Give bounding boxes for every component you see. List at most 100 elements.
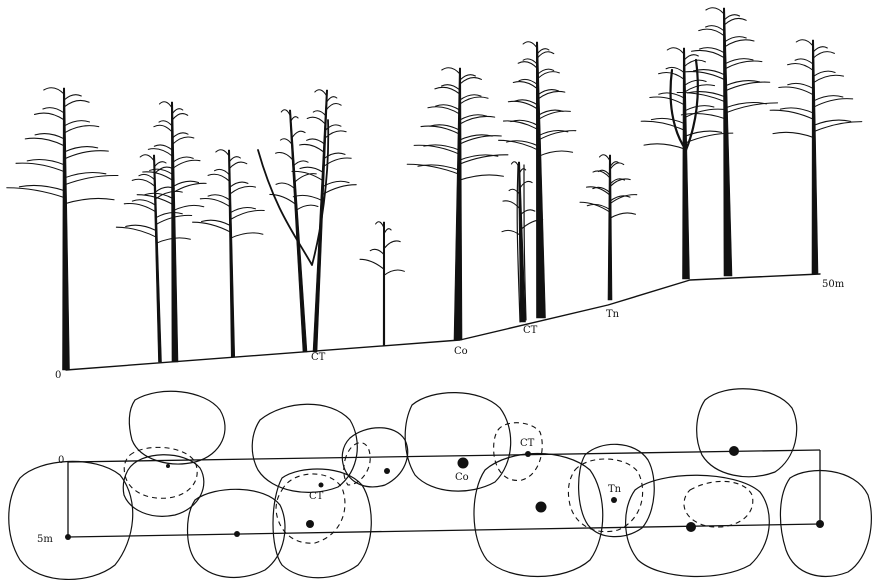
tree-branch — [459, 74, 476, 81]
tree-branch — [417, 164, 460, 171]
stem-position — [729, 446, 739, 456]
tree-branch — [306, 138, 326, 145]
tree-branch — [153, 161, 167, 168]
tree-branch — [299, 143, 325, 153]
plot-boundary-bottom — [67, 523, 821, 538]
tree-branch — [724, 39, 755, 48]
tree-branch — [291, 170, 324, 182]
distance-start-label: 0 — [55, 370, 61, 381]
tree-branch — [63, 125, 100, 134]
tree-branch — [787, 82, 814, 90]
tree-branch — [306, 116, 326, 125]
tree-branch — [680, 113, 727, 120]
stem-position — [525, 451, 531, 457]
tree-branch — [458, 154, 509, 165]
tree-branch — [518, 78, 539, 86]
tree-branch — [324, 130, 347, 139]
tree-branch — [666, 47, 685, 55]
stem-position — [457, 457, 469, 469]
tree-branch — [147, 148, 174, 157]
tree-branch — [683, 79, 707, 86]
tree-branch — [665, 66, 685, 74]
tree-branch — [522, 41, 538, 49]
tree-branch — [585, 186, 611, 196]
tree-branch — [812, 74, 845, 84]
tree-trunk — [811, 39, 819, 275]
crown-outline-dashed — [567, 458, 644, 533]
tree-branch — [683, 71, 726, 81]
tree-branch — [441, 84, 461, 91]
tree-branch — [326, 96, 338, 103]
stem-position — [306, 520, 314, 528]
tree-branch — [215, 149, 230, 157]
tree-branch — [158, 120, 173, 127]
tree-fork — [669, 58, 699, 152]
tree-branch — [459, 94, 482, 101]
tree-branch — [609, 212, 637, 219]
tree-branch — [459, 115, 496, 125]
tree-branch — [312, 110, 327, 117]
tree-branch — [63, 120, 91, 127]
tree-branch — [705, 7, 725, 15]
tree-branch — [289, 116, 299, 123]
tree-branch — [429, 124, 461, 131]
tree-branch — [275, 182, 296, 189]
tree-branch — [772, 131, 815, 139]
tree-branch — [142, 171, 174, 182]
tree-branch — [279, 138, 293, 145]
tree-branch — [229, 209, 265, 221]
tree-branch — [33, 112, 65, 121]
tree-branch — [275, 152, 294, 161]
tree-branch — [508, 188, 521, 196]
tree-branch — [292, 194, 323, 202]
tree-branch — [643, 143, 686, 150]
tree-branch — [435, 104, 461, 111]
tree-branch — [172, 159, 201, 169]
tree-branch — [26, 159, 66, 166]
tree-branch — [522, 58, 538, 65]
tree-branch — [683, 59, 706, 68]
crown-outline-dashed — [123, 446, 198, 499]
tree-branch — [153, 124, 173, 133]
tree-branch — [778, 86, 814, 96]
tree-trunk — [682, 47, 690, 280]
tree-branch — [724, 60, 763, 70]
tree-branch — [42, 107, 65, 114]
tree-branch — [131, 199, 156, 206]
tree-branch — [199, 197, 231, 208]
tree-branch — [458, 174, 504, 181]
tree-branch — [441, 67, 461, 75]
tree-branch — [459, 114, 488, 121]
tree-branch — [158, 101, 173, 109]
tree-branch — [144, 192, 174, 200]
tree-branch — [579, 201, 611, 213]
tree-branch — [321, 184, 357, 196]
species-label-co: Co — [454, 346, 468, 357]
stem-position — [816, 520, 824, 528]
tree-branch — [609, 195, 631, 202]
tree-branch — [517, 61, 538, 69]
tree-branch — [586, 203, 611, 211]
tree-branch — [406, 163, 460, 175]
crown-map: 0 5m CT Co CT Tn — [8, 388, 872, 581]
species-label-ct-right: CT — [520, 438, 535, 449]
tree-branch — [139, 154, 155, 162]
species-label-tn: Tn — [606, 309, 620, 320]
tree-branch — [149, 168, 174, 175]
tree-branch — [812, 95, 844, 102]
crown-outline — [473, 452, 604, 577]
tree-branch — [63, 150, 109, 160]
tree-branch — [172, 204, 205, 212]
tree-branch — [458, 135, 502, 145]
tree-trunk — [288, 109, 308, 353]
crown-outline — [625, 474, 770, 578]
tree-branch — [537, 89, 559, 96]
tree-trunk — [171, 101, 179, 363]
tree-branch — [502, 200, 521, 210]
species-label-co-map: Co — [455, 472, 469, 483]
tree-trunk — [517, 161, 526, 323]
crown-outline-dashed — [683, 480, 754, 528]
tree-branch — [291, 130, 306, 139]
stem-position — [65, 534, 71, 540]
